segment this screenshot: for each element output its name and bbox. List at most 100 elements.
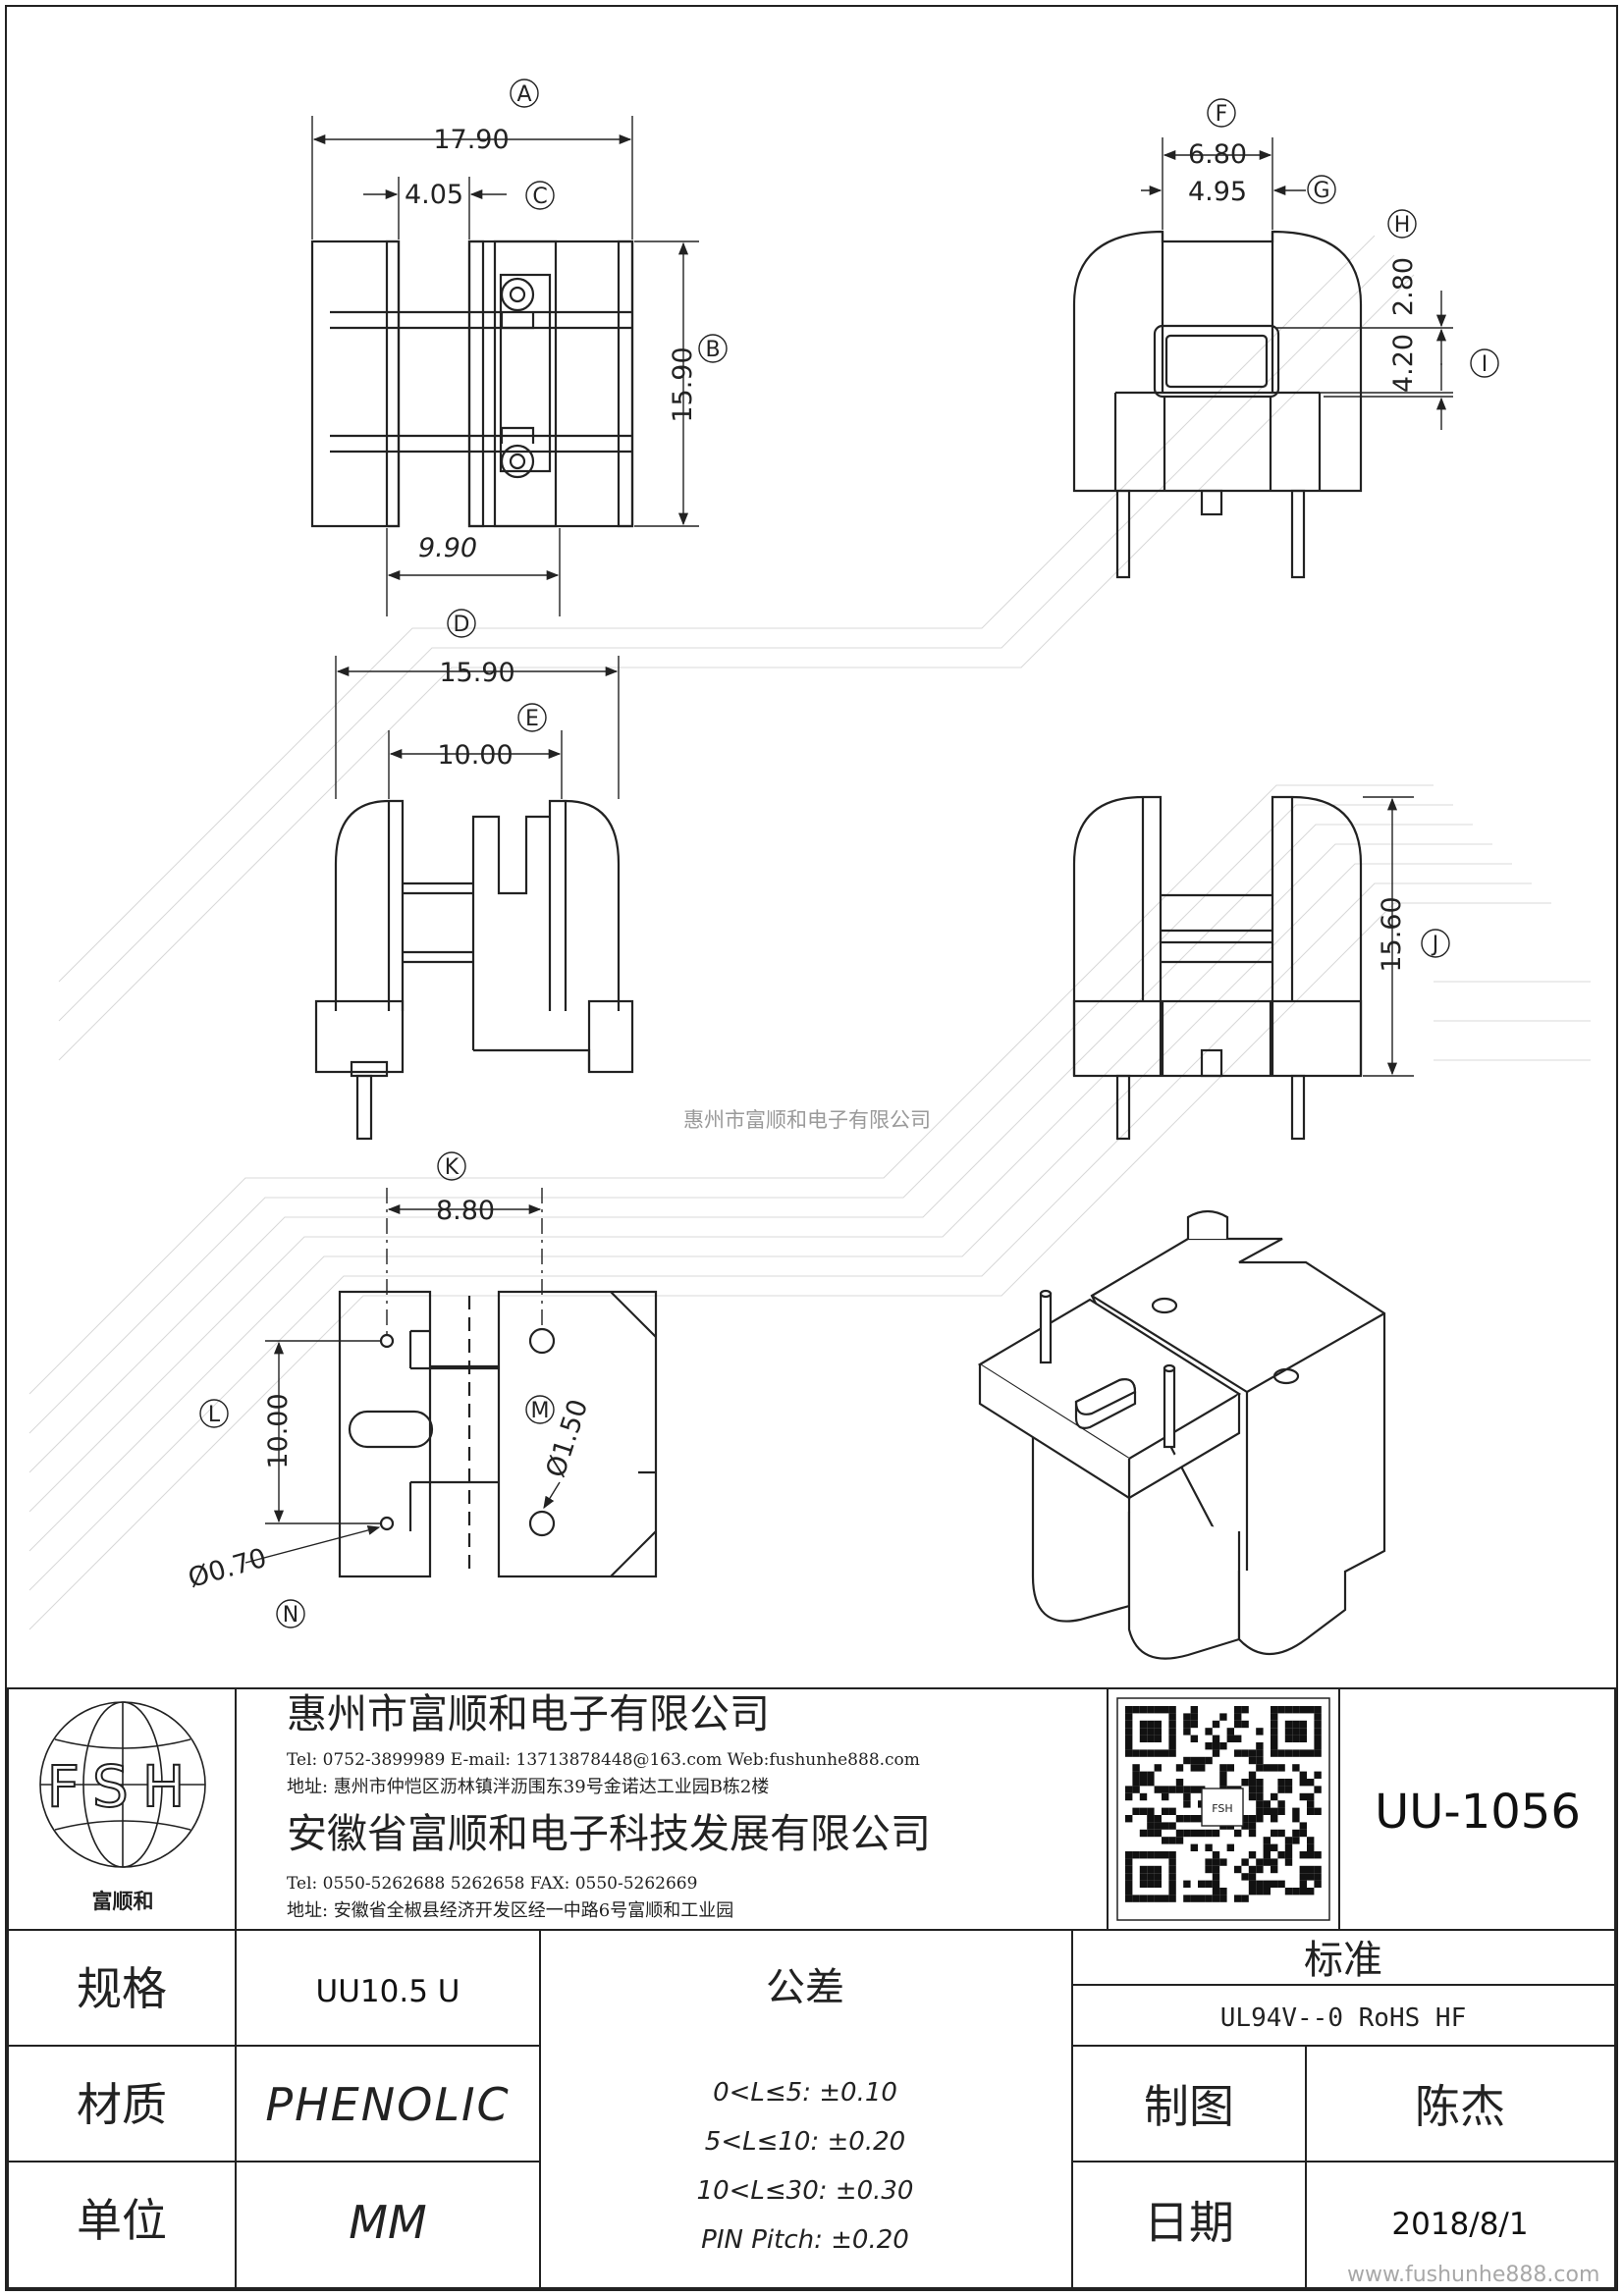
qr-module xyxy=(1212,1829,1220,1838)
side-view xyxy=(314,799,634,1141)
qr-module xyxy=(1263,1851,1271,1859)
qr-module xyxy=(1183,1720,1191,1729)
svg-text:H: H xyxy=(1394,213,1411,238)
qr-module xyxy=(1132,1779,1140,1787)
qr-module xyxy=(1271,1880,1278,1888)
qr-module xyxy=(1125,1792,1133,1801)
qr-module xyxy=(1147,1735,1155,1742)
qr-module xyxy=(1205,1829,1213,1838)
qr-module xyxy=(1292,1720,1300,1729)
qr-module xyxy=(1190,1720,1198,1729)
qr-module xyxy=(1183,1880,1191,1888)
qr-module xyxy=(1175,1764,1184,1772)
qr-module xyxy=(1234,1735,1242,1742)
qr-module xyxy=(1248,1815,1257,1823)
qr-module xyxy=(1299,1851,1307,1859)
qr-module xyxy=(1125,1895,1133,1902)
spec-label: 规格 xyxy=(77,1962,167,2015)
qr-module xyxy=(1284,1837,1293,1844)
qr-module xyxy=(1256,1807,1264,1815)
qr-module xyxy=(1271,1720,1278,1729)
qr-module xyxy=(1154,1865,1162,1874)
qr-module xyxy=(1284,1786,1293,1793)
qr-module xyxy=(1219,1713,1227,1721)
qr-module xyxy=(1147,1829,1155,1838)
qr-module xyxy=(1139,1807,1148,1815)
qr-module xyxy=(1248,1779,1257,1787)
qr-module xyxy=(1256,1779,1264,1787)
qr-module xyxy=(1205,1728,1213,1735)
date-label: 日期 xyxy=(1144,2196,1234,2249)
qr-module xyxy=(1314,1749,1322,1757)
svg-text:M: M xyxy=(531,1399,550,1423)
dim-10-00-side: 10.00 xyxy=(437,740,513,771)
qr-module xyxy=(1271,1843,1278,1851)
qr-module xyxy=(1226,1764,1234,1772)
qr-module xyxy=(1125,1735,1133,1742)
qr-module xyxy=(1147,1749,1155,1757)
callout-a: A xyxy=(510,79,539,108)
callout-f: F xyxy=(1207,98,1236,128)
qr-module xyxy=(1162,1851,1169,1859)
qr-module xyxy=(1248,1756,1257,1765)
part-number: UU-1056 xyxy=(1375,1785,1581,1840)
qr-module xyxy=(1277,1764,1285,1772)
qr-module xyxy=(1125,1786,1133,1793)
qr-module xyxy=(1183,1815,1191,1823)
qr-module xyxy=(1307,1749,1315,1757)
qr-module xyxy=(1299,1888,1307,1896)
qr-module xyxy=(1132,1706,1140,1714)
qr-module xyxy=(1190,1829,1198,1838)
bottom-view xyxy=(338,1290,658,1578)
qr-module xyxy=(1168,1749,1176,1757)
svg-text:J: J xyxy=(1431,933,1439,957)
qr-module xyxy=(1139,1829,1148,1838)
unit-label: 单位 xyxy=(77,2194,167,2247)
qr-module xyxy=(1212,1895,1220,1902)
tolerance-line-2: 5<L≤10: ±0.20 xyxy=(705,2127,905,2157)
qr-module xyxy=(1307,1779,1315,1787)
qr-module xyxy=(1175,1837,1184,1844)
qr-module xyxy=(1307,1873,1315,1881)
company2-address: 地址: 安徽省全椒县经济开发区经一中路6号富顺和工业园 xyxy=(287,1900,733,1921)
qr-module xyxy=(1162,1792,1169,1801)
qr-module xyxy=(1271,1749,1278,1757)
qr-module xyxy=(1299,1749,1307,1757)
isometric-view xyxy=(977,1209,1386,1660)
qr-module xyxy=(1299,1822,1307,1830)
qr-module xyxy=(1284,1888,1293,1896)
qr-module xyxy=(1190,1815,1198,1823)
svg-text:E: E xyxy=(525,707,539,731)
qr-module xyxy=(1277,1807,1285,1815)
qr-code: FSH xyxy=(1116,1697,1330,1921)
qr-module xyxy=(1241,1895,1249,1902)
qr-module xyxy=(1154,1749,1162,1757)
qr-module xyxy=(1162,1807,1169,1815)
qr-module xyxy=(1205,1858,1213,1866)
qr-module xyxy=(1314,1771,1322,1779)
qr-module xyxy=(1234,1749,1242,1757)
material-value: PHENOLIC xyxy=(265,2078,510,2131)
qr-module xyxy=(1190,1713,1198,1721)
qr-module xyxy=(1154,1720,1162,1729)
qr-module xyxy=(1314,1880,1322,1888)
qr-module xyxy=(1162,1786,1169,1793)
qr-module xyxy=(1248,1873,1257,1881)
company2-name: 安徽省富顺和电子科技发展有限公司 xyxy=(287,1810,931,1857)
qr-module xyxy=(1248,1792,1257,1801)
qr-module xyxy=(1183,1756,1191,1765)
qr-module xyxy=(1292,1815,1300,1823)
qr-module xyxy=(1212,1851,1220,1859)
callout-n: N xyxy=(276,1599,305,1629)
qr-module xyxy=(1307,1800,1315,1808)
front-view xyxy=(1072,230,1363,579)
qr-module xyxy=(1263,1880,1271,1888)
qr-module xyxy=(1154,1873,1162,1881)
qr-module xyxy=(1125,1815,1133,1823)
qr-module xyxy=(1256,1888,1264,1896)
qr-module xyxy=(1248,1888,1257,1896)
top-view xyxy=(310,240,634,528)
qr-module xyxy=(1284,1749,1293,1757)
qr-module xyxy=(1314,1865,1322,1874)
